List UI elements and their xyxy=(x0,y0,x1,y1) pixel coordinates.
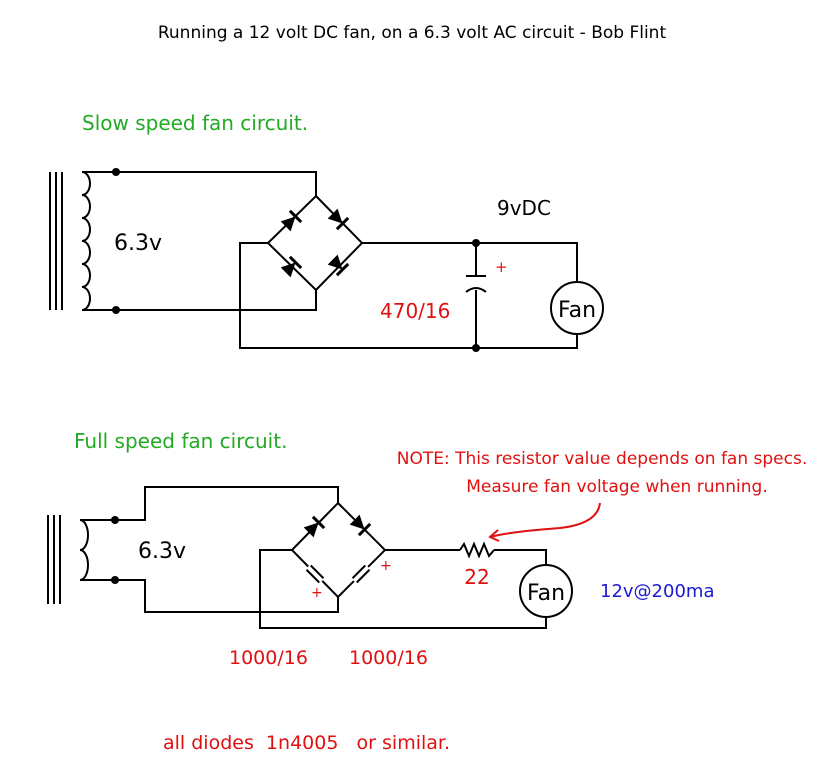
diagram-title: Running a 12 volt DC fan, on a 6.3 volt … xyxy=(158,23,667,43)
full-capacitor xyxy=(303,562,327,586)
slow-fan-label: Fan xyxy=(558,298,596,323)
slow-transformer-voltage: 6.3v xyxy=(114,231,162,256)
full-capacitor xyxy=(349,562,373,586)
slow-circuit-heading: Slow speed fan circuit. xyxy=(82,111,308,135)
resistor-note-line1: NOTE: This resistor value depends on fan… xyxy=(397,449,808,469)
slow-wires xyxy=(116,171,578,349)
full-cap-polarity: + xyxy=(380,558,392,574)
slow-bridge-rectifier xyxy=(266,194,364,292)
slow-capacitor-polarity: + xyxy=(495,258,508,276)
cap2-label: 1000/16 xyxy=(349,647,428,669)
slow-junction-out-plus xyxy=(472,239,480,247)
resistor-note-line2: Measure fan voltage when running. xyxy=(466,477,767,497)
full-fan: Fan xyxy=(519,564,573,618)
slow-capacitor xyxy=(465,275,487,293)
resistor-label: 22 xyxy=(464,565,489,589)
full-cap-polarity: + xyxy=(311,585,323,601)
resistor xyxy=(459,541,495,559)
slow-diode xyxy=(280,255,303,278)
cap1-label: 1000/16 xyxy=(229,647,308,669)
slow-fan: Fan xyxy=(550,281,604,335)
full-bridge xyxy=(290,501,387,599)
diode-footnote: all diodes 1n4005 or similar. xyxy=(163,732,450,754)
full-wires xyxy=(115,486,547,629)
full-fan-label: Fan xyxy=(527,581,565,606)
full-transformer xyxy=(47,515,115,604)
fan-rating: 12v@200ma xyxy=(600,581,714,602)
slow-diode xyxy=(327,254,350,277)
full-circuit-heading: Full speed fan circuit. xyxy=(74,429,287,453)
slow-transformer xyxy=(49,171,116,311)
note-arrow xyxy=(488,502,601,542)
full-transformer-voltage: 6.3v xyxy=(138,539,186,564)
slow-junction-out-minus xyxy=(472,344,480,352)
slow-capacitor-label: 470/16 xyxy=(380,299,450,323)
slow-output-voltage: 9vDC xyxy=(497,196,551,220)
